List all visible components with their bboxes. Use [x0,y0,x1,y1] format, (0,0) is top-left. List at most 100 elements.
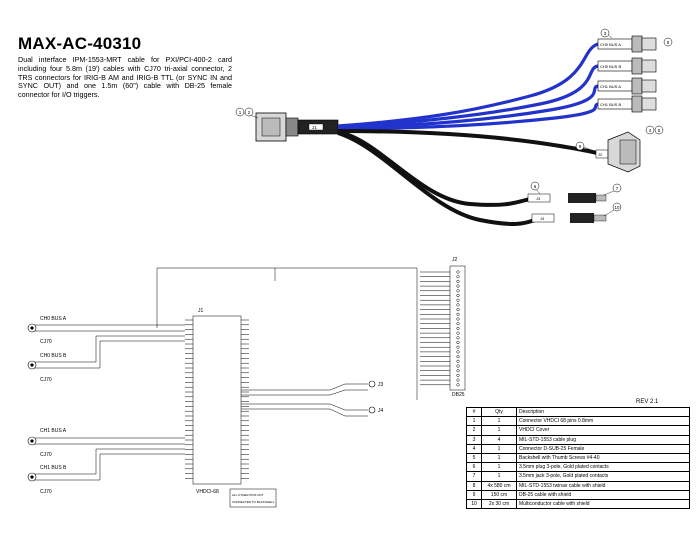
j2-pin-contact [456,317,460,321]
j2-pin-lines [420,270,460,387]
ch1-bus-a-label: CH1 BUS A [40,428,67,434]
balloon-8: 8 [663,37,673,47]
bom-qty: 4x 580 cm [481,480,517,491]
bom-description: VHDCI Cover [516,425,690,436]
j2-cable-label: J2 [598,152,603,157]
balloon-10-label: 10 [614,205,620,210]
j2-pin-contact [456,293,460,298]
bom-description: 3.5mm plug 3-pole, Gold plated contacts [516,462,690,473]
bom-qty: 1 [481,425,517,436]
bom-description: DB-25 cable with shield [516,489,690,500]
cj70-label-1: CJ70 [40,339,52,345]
wiring-schematic [30,265,466,508]
balloon-4-label: 4 [649,128,652,133]
bom-header-row: # Qty Description [466,406,690,418]
balloon-9-label: 9 [579,144,582,149]
cj70-connector-ch0a: CH0 BUS A [597,35,657,53]
j2-pin-contact [456,350,460,354]
ch1a-cable-label: CH1 BUS A [600,84,621,89]
j1-vhdci-block [192,315,242,485]
j3-schematic-label: J3 [378,382,384,388]
note-line-2: CONNECTED TO BACKSHELL [232,500,275,504]
j2-pin-contact [456,359,460,363]
j2-ref-label: J2 [452,257,458,263]
bom-description: MIL-STD-1553 cable plug [516,434,690,445]
cable-bundle [337,42,601,226]
j3-cable-label: J3 [536,196,541,201]
j2-pin-contact [456,279,460,283]
vhdci-connector-j1: J1 [255,112,339,142]
document-title: MAX-AC-40310 [18,34,142,53]
bom-qty: 1 [481,416,517,427]
bom-number: 9 [466,489,482,500]
j2-pin-contact [456,364,460,368]
cj70-symbols [27,323,376,482]
cj70-label-3: CJ70 [40,452,52,458]
j2-pin-contact [456,373,460,377]
j2-pin-contact [456,369,460,373]
j2-pin-contact [456,336,460,340]
balloon-6-label: 6 [534,184,537,189]
note-line-1: ALL OTHER PINS NOT [232,493,264,497]
bom-number: 7 [466,471,482,482]
bom-description: Backshell with Thumb Screws #4-40 [516,452,690,464]
bom-qty: 4 [481,434,517,445]
balloon-6: 6 [530,181,541,195]
bom-description: MIL-STD-1553 twinax cable with shield [516,480,690,491]
j2-pin-contact [456,378,460,382]
db25-connector-j2: J2 [595,131,641,173]
j2-pin-contact [456,331,460,335]
j2-pin-contact [456,270,460,274]
balloon-7-label: 7 [616,186,619,191]
j2-db25-block [449,265,466,391]
balloon-2-label: 2 [248,110,251,115]
bom-description: Multiconductor cable with shield [516,498,690,510]
bom-number: 1 [466,416,482,427]
j2-pin-contact [456,383,460,387]
balloon-9: 9 [575,141,597,153]
balloon-8-label: 8 [667,40,670,45]
bom-qty: 1 [481,443,517,454]
j2-pin-contact [456,312,460,316]
bom-number: 10 [466,498,482,510]
j2-pin-contact [456,284,460,288]
j4-schematic-label: J4 [378,408,384,414]
bom-number: 3 [466,434,482,445]
bom-number: 2 [466,425,482,436]
bom-qty: 150 cm [481,489,517,500]
ch0a-cable-label: CH0 BUS A [600,42,621,47]
balloon-2: 2 [244,107,254,117]
trs-plug-j4: J4 [531,213,607,223]
balloon-5: 5 [654,125,664,135]
cj70-connector-ch0b: CH0 BUS B [597,57,657,75]
bom-number: 6 [466,462,482,473]
j1-pin-lines [185,319,249,479]
schematic-labels: J1 VHDCI-68 J2 DB25 CH0 BUS A CH0 BUS B … [40,257,465,504]
balloon-7: 7 [603,183,622,196]
balloon-3-label: 3 [604,31,607,36]
cj70-connector-ch1a: CH1 BUS A [597,77,657,95]
cj70-connector-ch1b: CH1 BUS B [597,95,657,113]
j1-part-label: VHDCI-68 [196,489,219,495]
balloon-1-label: 1 [239,110,242,115]
callout-balloons: 1 2 3 4 5 6 7 8 9 10 [235,28,673,217]
j2-pin-contact [456,340,460,345]
j2-pin-contact [456,308,460,312]
balloon-4: 4 [645,125,655,135]
bom-header-qty: Qty [481,406,517,418]
cable-description: Dual interface IPM-1553-MRT cable for PX… [18,55,232,100]
balloon-3: 3 [600,28,613,39]
note-box [229,488,277,508]
j2-pin-contact [456,322,460,326]
bom-qty: 1 [481,452,517,464]
